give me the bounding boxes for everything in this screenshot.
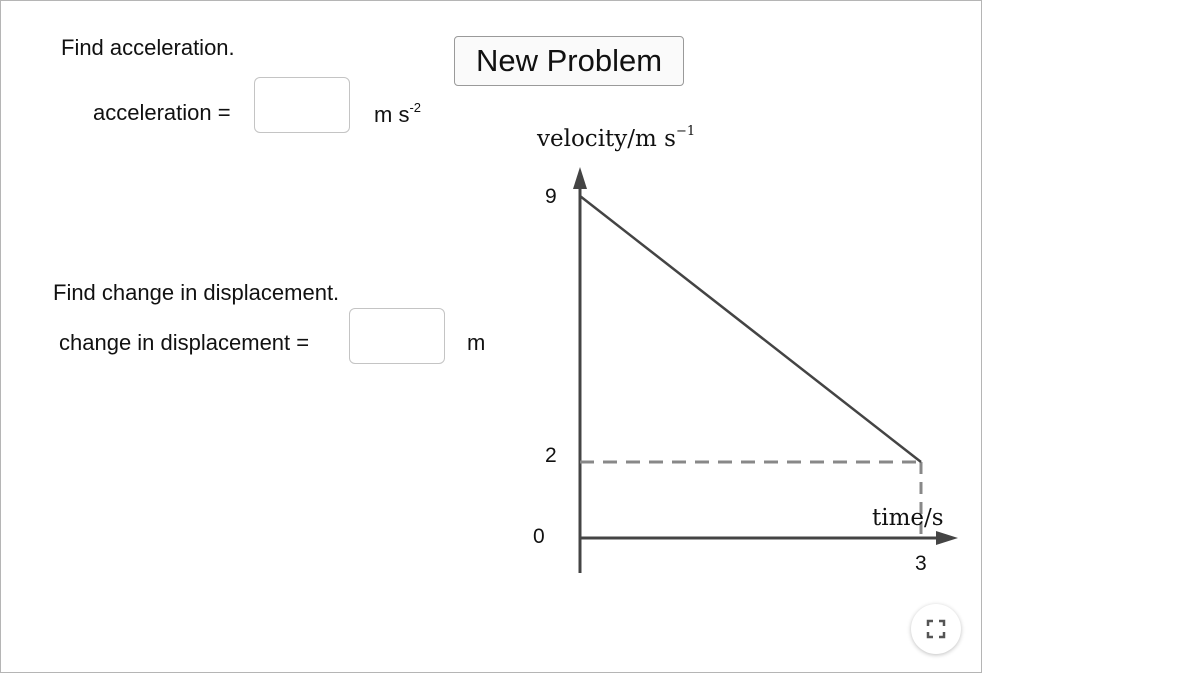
- acceleration-input[interactable]: [254, 77, 350, 133]
- y-tick-9: 9: [545, 185, 557, 208]
- fullscreen-button[interactable]: [911, 604, 961, 654]
- velocity-line: [579, 195, 922, 463]
- displacement-label: change in displacement =: [59, 330, 310, 355]
- y-axis-label: velocity/m s−1: [537, 124, 696, 152]
- displacement-prompt: Find change in displacement.: [53, 280, 340, 305]
- x-axis-label: time/s: [872, 505, 944, 531]
- acceleration-prompt: Find acceleration.: [61, 35, 235, 60]
- y-tick-2: 2: [545, 444, 557, 467]
- fullscreen-icon: [926, 619, 946, 639]
- applet-panel: Find acceleration. acceleration = m s-2 …: [0, 0, 982, 673]
- x-tick-3: 3: [915, 552, 927, 575]
- x-axis-arrow: [936, 531, 958, 545]
- y-axis-arrow: [573, 167, 587, 189]
- acceleration-unit: m s-2: [374, 99, 422, 127]
- acceleration-label: acceleration =: [93, 100, 231, 125]
- displacement-unit: m: [467, 330, 486, 355]
- y-tick-0: 0: [533, 525, 545, 548]
- new-problem-button[interactable]: New Problem: [454, 36, 684, 86]
- displacement-input[interactable]: [349, 308, 445, 364]
